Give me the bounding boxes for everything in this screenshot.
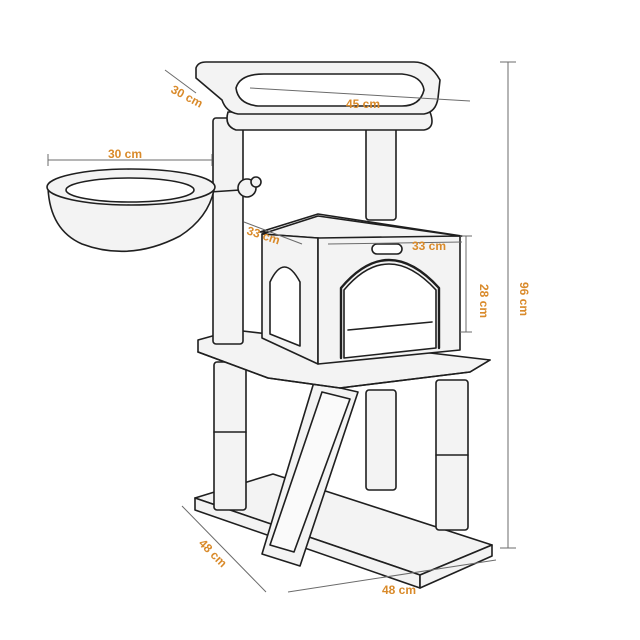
- upper-left-post: [212, 117, 244, 345]
- base-depth-label: 48 cm: [196, 536, 230, 570]
- condo-height-label: 28 cm: [477, 284, 491, 318]
- top-width-label: 45 cm: [346, 97, 380, 111]
- dimension-lines: [47, 61, 516, 593]
- condo-width-label: 33 cm: [412, 239, 446, 253]
- lower-back-post: [365, 389, 397, 491]
- basket-width-label: 30 cm: [108, 147, 142, 161]
- top-perch: [195, 61, 441, 131]
- hanging-basket: [46, 168, 262, 253]
- total-height-label: 96 cm: [517, 282, 531, 316]
- condo-box: [259, 213, 463, 365]
- base-width-label: 48 cm: [382, 583, 416, 597]
- lower-left-post: [213, 361, 247, 511]
- upper-right-post: [365, 123, 397, 221]
- scratching-ramp: [261, 381, 359, 567]
- lower-right-post: [435, 379, 469, 531]
